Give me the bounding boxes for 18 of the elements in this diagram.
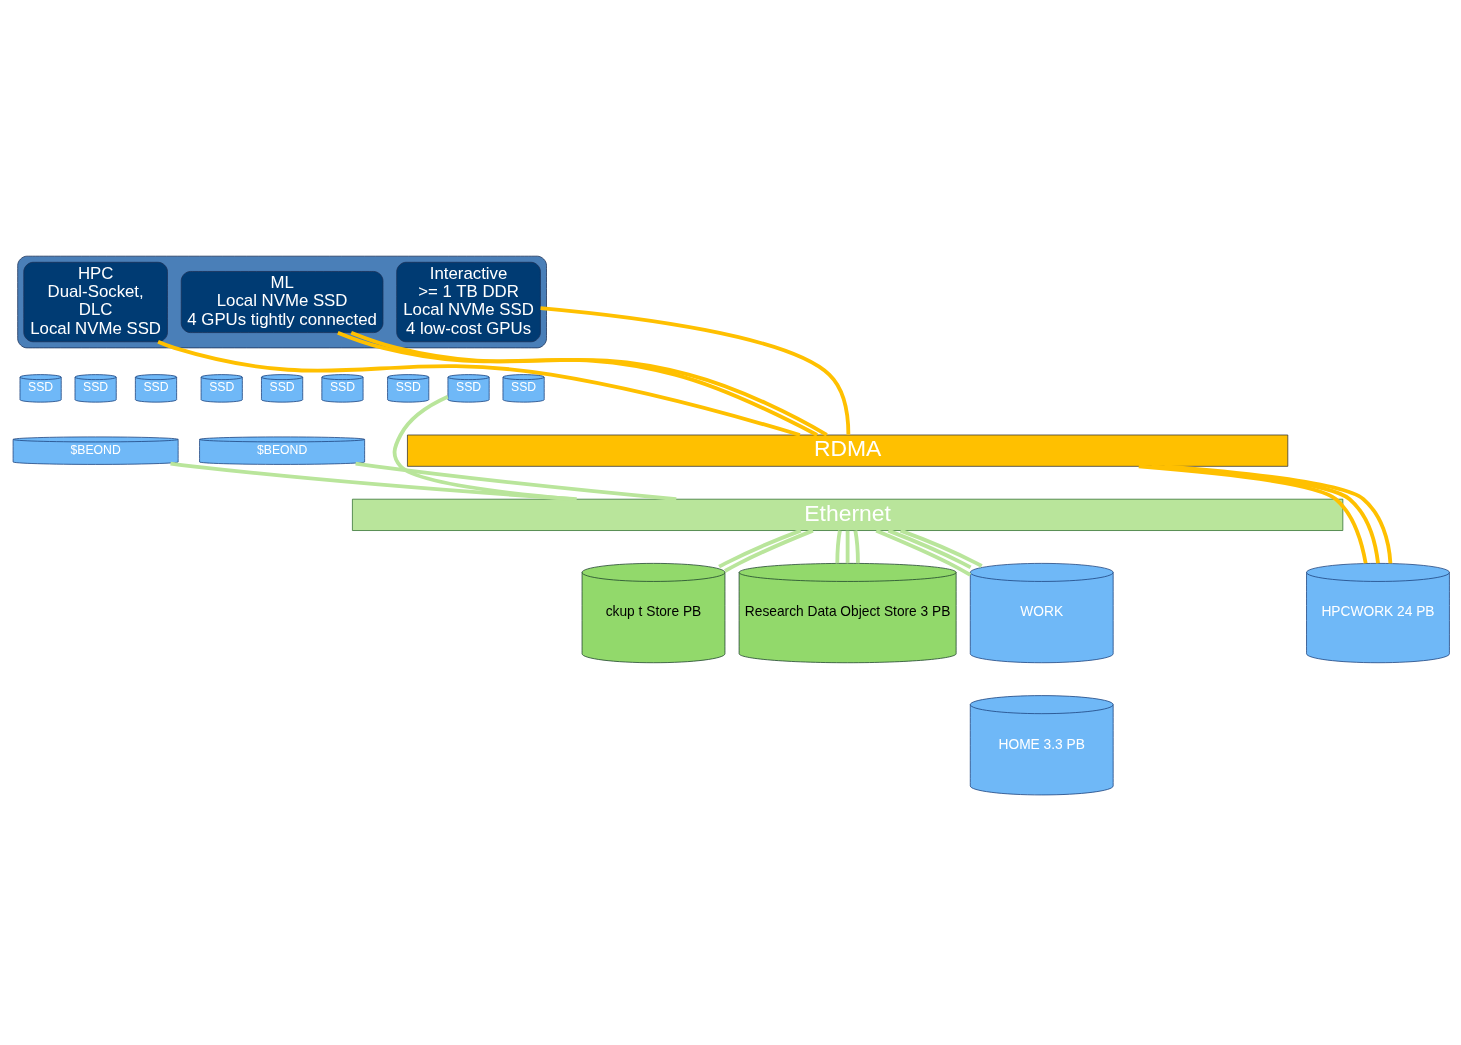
connector: [355, 461, 677, 502]
connector: [724, 528, 814, 573]
cluster: [17, 255, 547, 349]
connector: [718, 528, 802, 569]
connector: [899, 528, 983, 568]
connector: [845, 530, 850, 564]
connector: [170, 461, 577, 502]
connector: [887, 528, 972, 570]
node-box: Interactive >= 1 TB DDR Local NVMe SSD 4 low-cost GPUs: [396, 261, 541, 343]
node-box: HPC Dual-Socket, DLC Local NVMe SSD: [23, 261, 168, 343]
node-box: ML Local NVMe SSD 4 GPUs tightly connected: [180, 271, 384, 333]
connector: [540, 306, 851, 435]
node-box: Ethernet: [352, 498, 1344, 531]
node-box: RDMA: [407, 434, 1289, 467]
connector: [875, 528, 972, 577]
connector: [157, 340, 801, 437]
connector: [853, 530, 860, 564]
connector: [835, 530, 842, 564]
